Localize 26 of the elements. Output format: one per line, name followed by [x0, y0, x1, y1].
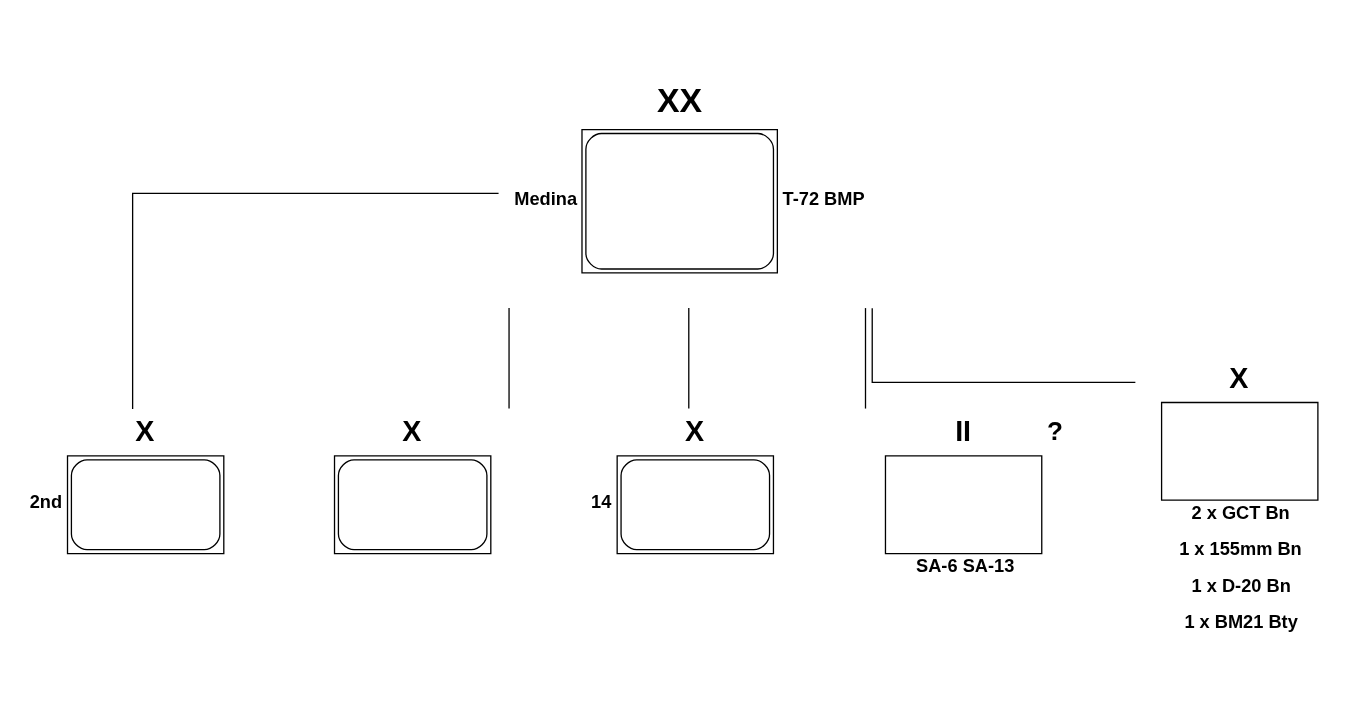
connector [871, 307, 1136, 383]
connector [864, 307, 867, 410]
node-label: Medina [514, 187, 578, 209]
node-label: 2nd [29, 491, 63, 513]
node-label: SA-6 SA-13 [916, 555, 1015, 577]
node-label: X [402, 415, 422, 448]
node-box [616, 455, 775, 555]
node-box [1160, 401, 1319, 501]
node-label: T-72 BMP [782, 187, 865, 209]
connector [508, 307, 510, 410]
node-label: X [1229, 361, 1249, 394]
node-label: X [684, 415, 704, 448]
node-label: 1 x 155mm Bn [1179, 538, 1302, 560]
node-label: X [135, 415, 155, 448]
connector [132, 192, 500, 410]
node-label: XX [656, 81, 703, 120]
node-label: 1 x BM21 Bty [1184, 611, 1298, 633]
node-box [333, 455, 492, 555]
node-label: 1 x D-20 Bn [1191, 574, 1291, 596]
connector [688, 307, 690, 410]
node-label: 14 [591, 491, 612, 513]
node-box [66, 455, 225, 555]
node-box [884, 455, 1043, 555]
node-label: ? [1046, 416, 1063, 447]
node-label: 2 x GCT Bn [1191, 501, 1290, 523]
node-label: II [955, 415, 972, 448]
